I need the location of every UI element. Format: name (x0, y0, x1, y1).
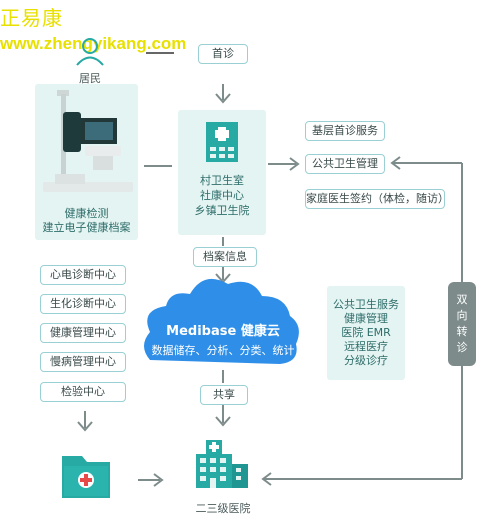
center-label-4: 检验中心 (61, 385, 105, 398)
center-ecg: 心电诊断中心 (40, 265, 126, 285)
resident-node: 居民 (72, 36, 108, 86)
record-info-pill: 档案信息 (193, 247, 257, 267)
public-item-2: 医院 EMR (341, 326, 391, 339)
service-label-0: 基层首诊服务 (312, 124, 378, 137)
public-item-4: 分级诊疗 (344, 354, 388, 367)
center-label-2: 健康管理中心 (50, 326, 116, 339)
public-services-panel: 公共卫生服务 健康管理 医院 EMR 远程医疗 分级诊疗 (327, 286, 405, 380)
watermark-brand: 正易康 (0, 6, 63, 30)
first-visit-pill: 首诊 (198, 44, 248, 64)
center-label-3: 慢病管理中心 (50, 355, 116, 368)
center-chronic: 慢病管理中心 (40, 352, 126, 372)
public-item-0: 公共卫生服务 (333, 298, 399, 311)
service-item-public-health: 公共卫生管理 (305, 154, 385, 174)
health-kiosk-icon (43, 90, 133, 192)
record-info-label: 档案信息 (203, 250, 247, 263)
person-icon (76, 38, 104, 66)
hospital-building-icon (196, 440, 248, 488)
health-station-text: 健康检测 建立电子健康档案 (35, 207, 138, 235)
health-station-panel: 健康检测 建立电子健康档案 (35, 84, 138, 240)
clinic-building-icon (206, 122, 238, 162)
referral-char-4: 诊 (456, 341, 468, 354)
center-label-1: 生化诊断中心 (50, 297, 116, 310)
clinic-line1: 村卫生室 (200, 174, 244, 187)
referral-char-1: 双 (456, 293, 468, 306)
clinic-line3: 乡镇卫生院 (194, 204, 250, 217)
service-label-1: 公共卫生管理 (312, 157, 378, 170)
hospital-node: 二三级医院 (188, 436, 258, 516)
cloud-subtitle: 数据储存、分析、分类、统计 (151, 344, 295, 357)
center-label-0: 心电诊断中心 (50, 268, 116, 281)
referral-char-2: 向 (456, 309, 468, 322)
referral-char-3: 转 (456, 325, 468, 338)
public-item-1: 健康管理 (344, 312, 388, 325)
service-label-2: 家庭医生签约（体检，随访） (306, 192, 449, 205)
share-label: 共享 (213, 388, 235, 401)
share-pill: 共享 (200, 385, 248, 405)
service-item-family-doctor: 家庭医生签约（体检，随访） (305, 189, 449, 209)
hospital-label: 二三级医院 (195, 502, 251, 515)
watermark-url: www.zhengyikang.com (0, 34, 187, 53)
clinic-line2: 社康中心 (200, 189, 244, 202)
public-item-3: 远程医疗 (344, 340, 388, 353)
first-visit-label: 首诊 (212, 47, 234, 60)
service-item-primary: 基层首诊服务 (305, 121, 385, 141)
village-clinic-panel: 村卫生室 社康中心 乡镇卫生院 (178, 110, 266, 235)
cloud-text: Medibase 健康云 数据储存、分析、分类、统计 (140, 320, 306, 358)
cloud-title: Medibase 健康云 (166, 324, 280, 339)
health-station-line1: 健康检测 (64, 207, 109, 220)
center-health-mgmt: 健康管理中心 (40, 323, 126, 343)
center-lab: 检验中心 (40, 382, 126, 402)
two-way-referral-box: 双 向 转 诊 (448, 282, 476, 366)
resident-label: 居民 (79, 72, 101, 85)
center-biochem: 生化诊断中心 (40, 294, 126, 314)
health-station-line2: 建立电子健康档案 (42, 221, 131, 234)
